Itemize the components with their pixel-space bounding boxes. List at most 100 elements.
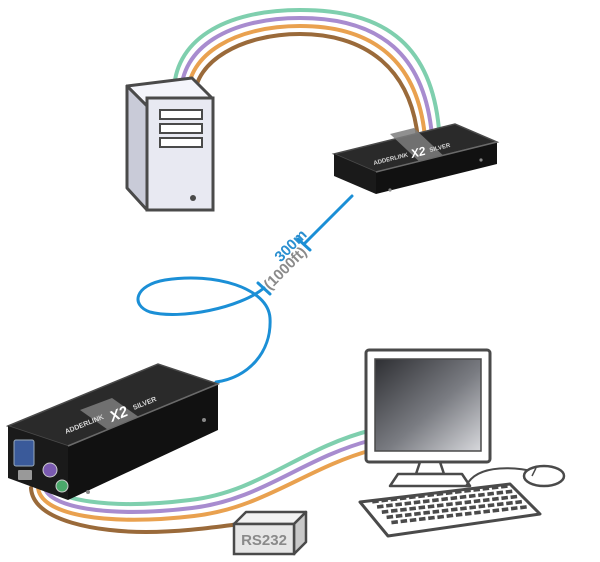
rs232-device-icon: RS232	[232, 510, 308, 556]
keyboard-key	[469, 505, 477, 510]
kvm-extender-receiver-icon: ADDERLINK X2 SILVER	[5, 363, 221, 500]
monitor-base	[388, 472, 472, 488]
monitor-screen	[374, 358, 482, 452]
keyboard-key	[450, 507, 458, 512]
keyboard-key	[496, 502, 504, 507]
drive-bay-3	[159, 137, 203, 148]
keyboard-key	[482, 486, 490, 491]
keyboard-key	[395, 513, 403, 519]
keyboard-key	[450, 495, 458, 501]
keyboard-key	[478, 504, 486, 509]
rx-ps2-port-2	[55, 479, 69, 493]
keyboard-key	[399, 496, 407, 501]
keyboard-key	[418, 505, 426, 510]
keyboard-key	[510, 506, 518, 511]
keyboard-key	[501, 507, 509, 512]
keyboard-key	[491, 485, 499, 490]
tx-front-face	[334, 154, 376, 194]
keyboard-key	[473, 487, 481, 492]
keyboard-key	[386, 514, 394, 520]
tx-edition: SILVER	[429, 143, 452, 154]
keyboard-key	[386, 503, 393, 508]
keyboard-key	[432, 509, 440, 514]
keyboard-key	[436, 503, 444, 508]
tx-screw	[388, 188, 392, 192]
keyboard-key	[381, 509, 389, 514]
keyboard-key	[422, 499, 430, 504]
keyboard-key	[482, 497, 490, 503]
keyboard-key	[408, 494, 416, 500]
keyboard-key	[414, 511, 421, 516]
keyboard-key	[404, 501, 412, 506]
keyboard-key	[464, 500, 472, 505]
mouse-body	[522, 464, 566, 488]
pc-cable-orange	[185, 23, 428, 162]
keyboard-key	[391, 520, 399, 525]
keyboard-icon	[358, 482, 542, 538]
keyboard-key	[441, 496, 449, 502]
keyboard-key	[413, 500, 421, 505]
computer-tower-icon	[125, 76, 215, 212]
keyboard-key	[455, 501, 463, 506]
keyboard-key	[390, 508, 398, 513]
drive-bay-1	[159, 109, 203, 120]
rx-screw	[86, 490, 90, 494]
keyboard-key	[427, 504, 435, 509]
keyboard-key	[519, 505, 527, 510]
keyboard-key	[404, 512, 412, 518]
keyboard-key	[409, 517, 417, 523]
keyboard-key	[437, 514, 445, 520]
rx-edge-shine	[67, 383, 219, 447]
keyboard-key	[400, 518, 408, 524]
rx-vga-port	[13, 439, 35, 467]
pc-cable-brown	[193, 31, 421, 162]
keyboard-key	[376, 504, 384, 509]
tower-side	[125, 84, 149, 212]
rs232-front	[232, 522, 296, 556]
keyboard-key	[418, 516, 426, 522]
keyboard-key	[390, 497, 398, 502]
tx-edge-shine	[375, 141, 498, 173]
mouse-button-split	[531, 467, 537, 477]
keyboard-key	[445, 490, 453, 496]
pc-cable-green	[171, 7, 443, 162]
keyboard-key	[487, 491, 495, 496]
tx-model: X2	[408, 144, 427, 161]
distance-tick-top	[296, 237, 312, 252]
keyboard-key	[491, 496, 499, 502]
monitor-icon	[364, 348, 492, 488]
keyboard-key	[460, 506, 467, 511]
keyboard-key	[446, 502, 453, 507]
keyboard-key	[474, 510, 481, 515]
keyboard-key	[468, 493, 476, 499]
catx-cable	[136, 194, 354, 384]
console-cable-brown	[29, 486, 242, 535]
keyboard-key	[381, 498, 389, 503]
pc-cable-purple	[178, 15, 435, 162]
keyboard-key	[515, 499, 523, 505]
mouse-cable-group	[465, 464, 566, 488]
keyboard-key	[505, 489, 513, 494]
console-cable-orange	[36, 448, 374, 522]
monitor-neck	[414, 460, 446, 476]
keyboard-key	[487, 503, 495, 508]
rs232-label: RS232	[241, 532, 287, 549]
catx-cable-lower	[136, 276, 272, 384]
keyboard-key	[423, 510, 431, 515]
console-cable-purple	[42, 438, 374, 514]
keyboard-key	[501, 495, 509, 501]
keyboard-key	[432, 498, 439, 503]
rx-side-face	[68, 384, 218, 500]
keyboard-key	[446, 513, 454, 518]
keyboard-key	[496, 490, 504, 495]
rx-serial-port	[18, 470, 32, 480]
keyboard-key	[455, 512, 463, 517]
drive-bay-2	[159, 123, 203, 134]
keyboard-key	[464, 488, 471, 493]
rx-model: X2	[106, 403, 131, 426]
kvm-extender-transmitter-icon: ADDERLINK X2 SILVER	[331, 123, 500, 194]
keyboard-key	[483, 509, 491, 514]
keyboard-key	[418, 493, 425, 499]
mouse-icon	[522, 464, 566, 488]
